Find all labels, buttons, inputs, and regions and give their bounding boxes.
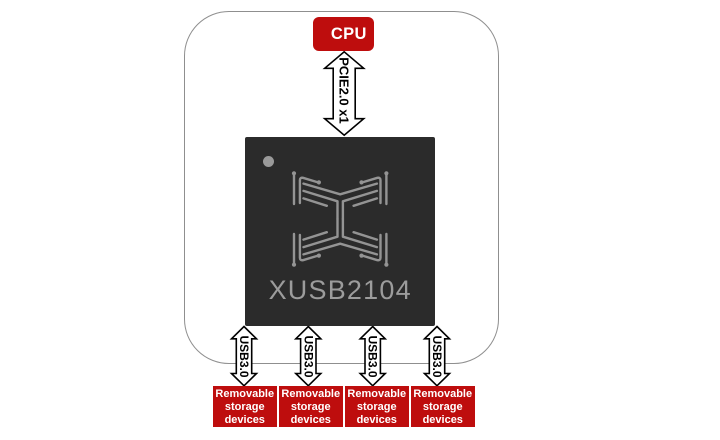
svg-text:USB3.0: USB3.0: [301, 335, 315, 377]
svg-text:PCIE2.0 x1: PCIE2.0 x1: [337, 57, 352, 124]
svg-text:USB3.0: USB3.0: [237, 335, 251, 377]
svg-text:USB3.0: USB3.0: [366, 335, 380, 377]
svg-text:USB3.0: USB3.0: [430, 335, 444, 377]
